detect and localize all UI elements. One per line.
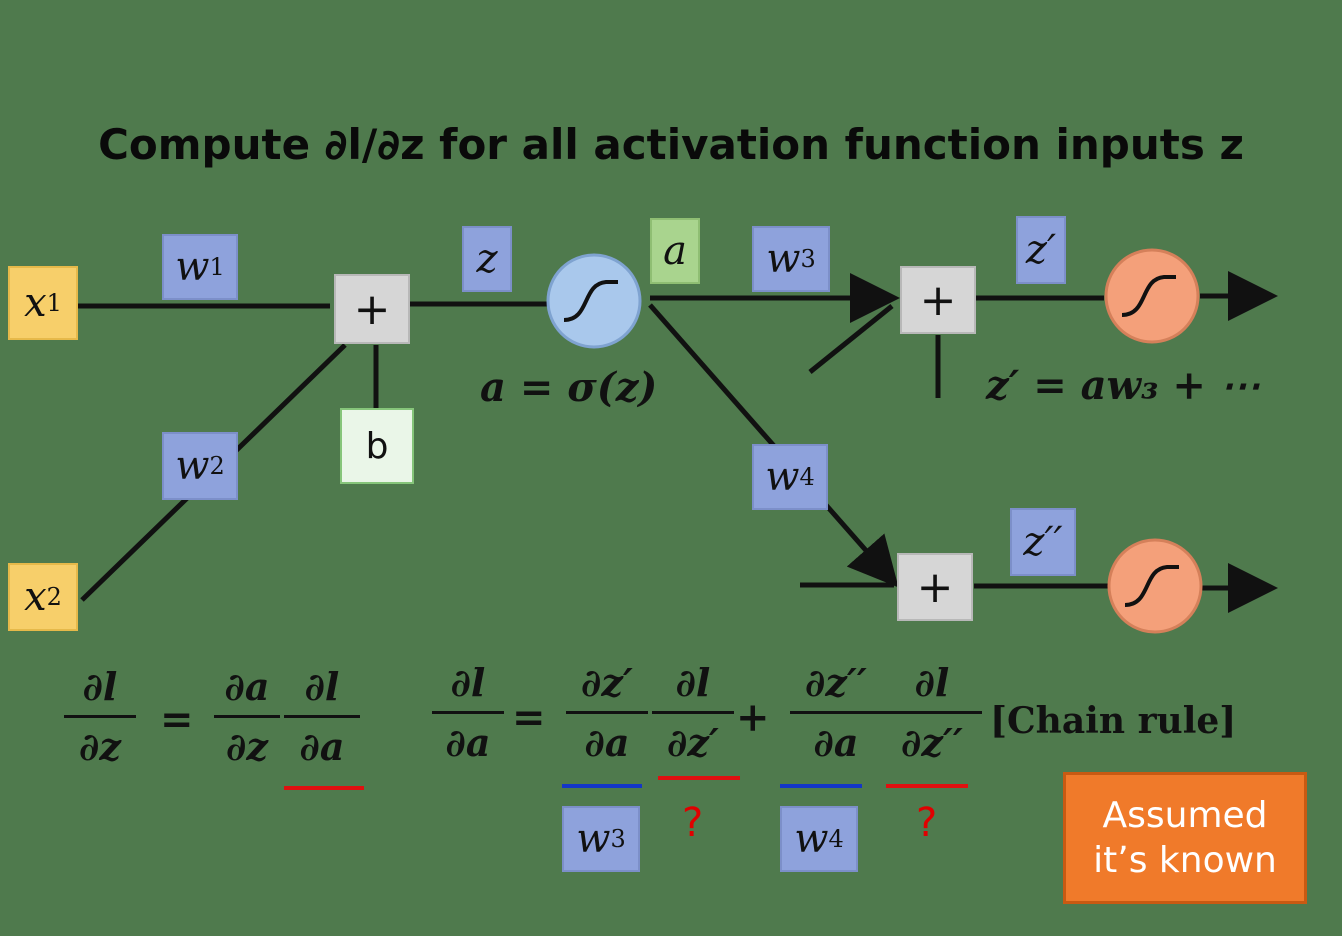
z-prime-equation: z′ = aw₃ + ⋯ [986,362,1260,409]
pre-activation-z-double-prime: z′′ [1010,508,1076,576]
formula2-term4: ∂l∂z′′ [882,660,982,765]
sigmoid-node-3 [1107,538,1203,634]
sum-node-3: + [897,553,973,621]
formula2-term1: ∂z′∂a [566,660,648,765]
pre-activation-z-prime: z′ [1016,216,1066,284]
bias-b: b [340,408,414,484]
formula1-lhs: ∂l∂z [64,664,136,769]
edge-a-plus-bottom [648,303,899,588]
sum-node-1: + [334,274,410,344]
unknown-question-mark-2: ? [916,800,938,846]
activation-a: a [650,218,700,284]
formula2-term3: ∂z′′∂a [790,660,882,765]
edge-extra-in-top [808,304,894,374]
pre-activation-z: z [462,226,512,292]
chain-rule-label: [Chain rule] [990,700,1237,742]
activation-equation: a = σ(z) [480,364,658,411]
formula2-equals: = [512,694,546,741]
formula2-plus: + [736,694,770,741]
formula1-term2: ∂l∂a [284,664,360,769]
sigmoid-node-1 [546,253,642,349]
unknown-question-mark-1: ? [682,800,704,846]
sum-node-2: + [900,266,976,334]
assumed-line1: Assumed [1102,795,1268,836]
assumed-line2: it’s known [1093,840,1277,881]
formula1-term1: ∂a∂z [214,664,280,769]
formula1-equals: = [160,696,194,743]
formula2-term2: ∂l∂z′ [652,660,734,765]
page-title: Compute ∂l/∂z for all activation functio… [98,120,1244,169]
formula2-lhs: ∂l∂a [432,660,504,765]
sigmoid-node-2 [1104,248,1200,344]
